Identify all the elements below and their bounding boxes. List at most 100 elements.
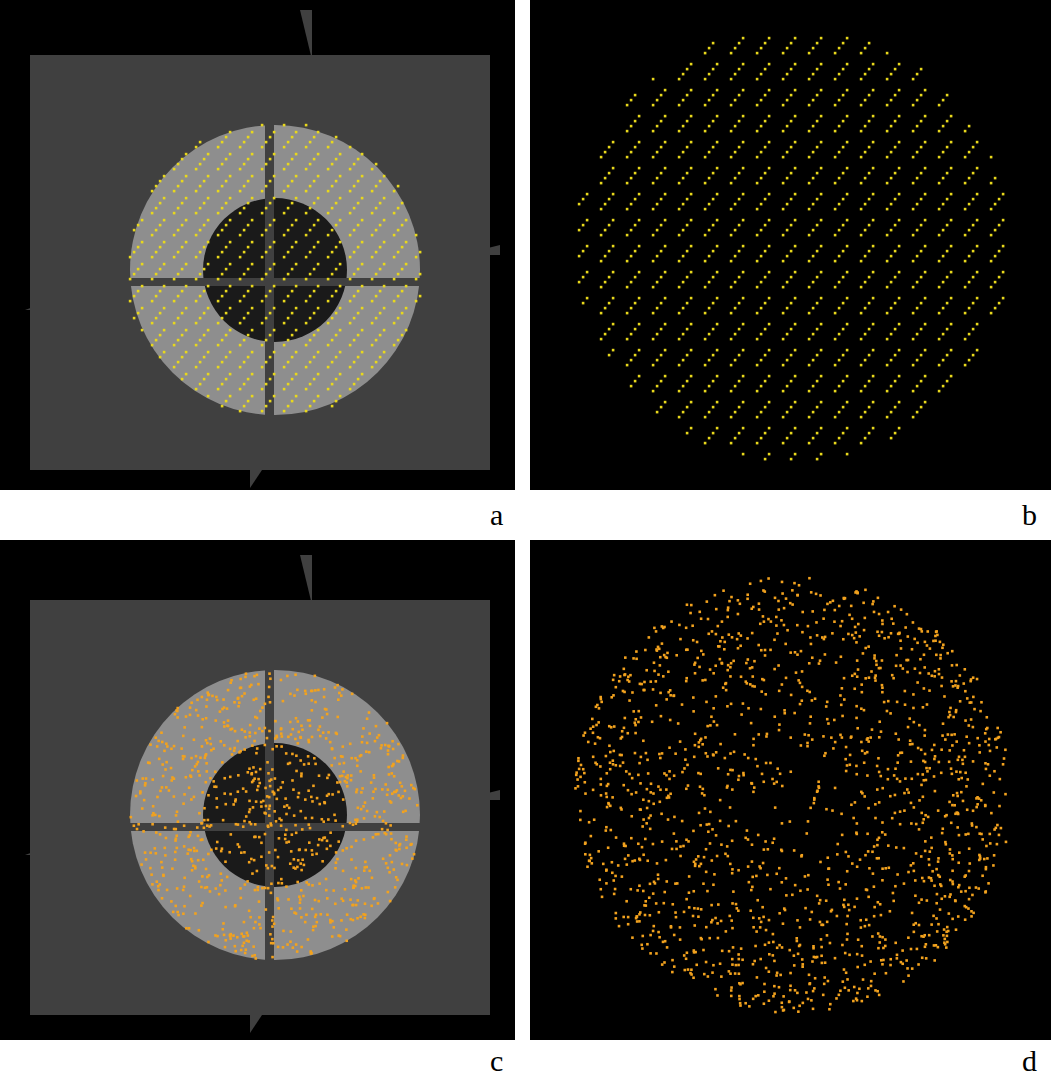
point [734, 437, 737, 440]
point [742, 401, 745, 404]
point [356, 765, 359, 768]
point [894, 172, 897, 175]
point [898, 427, 901, 430]
point [141, 329, 144, 332]
point [756, 286, 759, 289]
point [730, 182, 733, 185]
point [664, 141, 667, 144]
point [760, 307, 763, 310]
point [664, 297, 667, 300]
point [716, 401, 719, 404]
point [686, 224, 689, 227]
point [894, 406, 897, 409]
point [708, 177, 711, 180]
point [256, 674, 259, 677]
point [768, 349, 771, 352]
point [968, 125, 971, 128]
point [350, 774, 353, 777]
point [734, 411, 737, 414]
point [327, 344, 330, 347]
point [199, 229, 202, 232]
point [339, 219, 342, 222]
point [812, 99, 815, 102]
point [278, 837, 281, 840]
point [243, 207, 246, 210]
point [151, 190, 154, 193]
point [195, 322, 198, 325]
point [304, 817, 307, 820]
point [626, 312, 629, 315]
point [872, 271, 875, 274]
point [638, 375, 641, 378]
point [656, 151, 659, 154]
point [141, 285, 144, 288]
point [415, 256, 418, 259]
point [838, 359, 841, 362]
point [682, 307, 685, 310]
point [313, 378, 316, 381]
point [660, 172, 663, 175]
point [794, 89, 797, 92]
point [942, 307, 945, 310]
point [816, 302, 819, 305]
point [341, 825, 344, 828]
point [968, 177, 971, 180]
point [271, 768, 274, 771]
point [317, 844, 320, 847]
point [864, 229, 867, 232]
point [331, 273, 334, 276]
point [834, 156, 837, 159]
point [309, 229, 312, 232]
point [402, 811, 405, 814]
point [890, 203, 893, 206]
point [209, 737, 212, 740]
point [630, 229, 633, 232]
point [582, 302, 585, 305]
point [652, 234, 655, 237]
point [326, 713, 329, 716]
point [273, 175, 276, 178]
point [608, 276, 611, 279]
point [868, 354, 871, 357]
point [155, 852, 158, 855]
point [912, 130, 915, 133]
point [313, 356, 316, 359]
point [229, 395, 232, 398]
point [211, 695, 214, 698]
point [221, 339, 224, 342]
point [419, 295, 422, 298]
point [165, 742, 168, 745]
point [243, 185, 246, 188]
point [808, 208, 811, 211]
point [317, 131, 320, 134]
point [379, 246, 382, 249]
point [890, 177, 893, 180]
point [257, 886, 260, 889]
point [317, 241, 320, 244]
point [185, 175, 188, 178]
point [838, 125, 841, 128]
point [366, 810, 369, 813]
point [686, 380, 689, 383]
point [225, 378, 228, 381]
point [337, 840, 340, 843]
point [229, 175, 232, 178]
point [215, 696, 218, 699]
point [219, 710, 222, 713]
point [760, 47, 763, 50]
point [890, 411, 893, 414]
point [730, 286, 733, 289]
point [159, 224, 162, 227]
point [216, 806, 219, 809]
point [204, 754, 207, 757]
point [964, 208, 967, 211]
point [686, 198, 689, 201]
point [812, 411, 815, 414]
point [712, 42, 715, 45]
point [912, 156, 915, 159]
point [225, 312, 228, 315]
point [868, 328, 871, 331]
point [357, 224, 360, 227]
point [760, 333, 763, 336]
